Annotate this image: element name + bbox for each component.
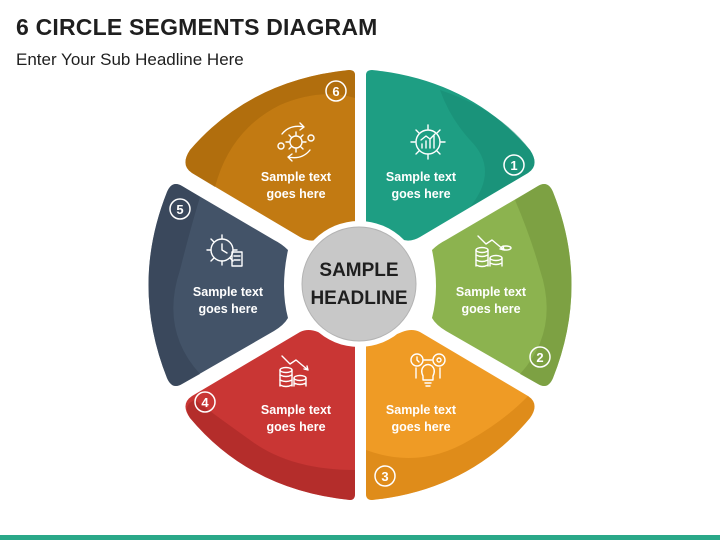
segment-5[interactable] [148,184,289,386]
segment-6-text-line2: goes here [266,187,325,201]
cycle-gear-icon [277,122,315,162]
center-headline-circle: SAMPLE HEADLINE [296,221,422,347]
svg-text:3: 3 [381,469,388,484]
number-badge-3: 3 [374,465,396,487]
segment-3[interactable] [366,330,535,500]
time-money-icon [206,234,243,267]
segment-2-text-line1: Sample text [456,285,527,299]
coins-down-icon [475,235,512,268]
number-badge-4: 4 [194,391,216,413]
segment-2-text-line2: goes here [461,302,520,316]
svg-text:4: 4 [201,395,209,410]
svg-text:5: 5 [176,202,183,217]
center-headline-line2: HEADLINE [310,288,407,309]
svg-text:6: 6 [332,84,339,99]
segment-4[interactable] [185,330,355,500]
page-subtitle: Enter Your Sub Headline Here [16,50,244,69]
segment-3-text-line1: Sample text [386,403,457,417]
center-headline-line1: SAMPLE [319,260,398,281]
page-title: 6 CIRCLE SEGMENTS DIAGRAM [16,14,378,40]
segment-3-text-line2: goes here [391,420,450,434]
idea-process-icon [410,353,446,387]
segment-1-text-line2: goes here [391,187,450,201]
bottom-accent-bar [0,535,720,540]
number-badge-5: 5 [169,198,191,220]
segment-1-text-line1: Sample text [386,170,457,184]
segment-5-text-line1: Sample text [193,285,264,299]
gear-chart-icon [410,124,446,160]
segment-6-text-line1: Sample text [261,170,332,184]
coins-down-icon [279,355,309,388]
svg-text:2: 2 [536,350,543,365]
svg-text:1: 1 [510,158,517,173]
segment-4-text-line1: Sample text [261,403,332,417]
segment-1[interactable] [366,70,535,241]
segment-4-text-line2: goes here [266,420,325,434]
number-badge-6: 6 [325,80,347,102]
number-badge-1: 1 [503,154,525,176]
segment-5-text-line2: goes here [198,302,257,316]
segment-2[interactable] [432,184,572,386]
number-badge-2: 2 [529,346,551,368]
